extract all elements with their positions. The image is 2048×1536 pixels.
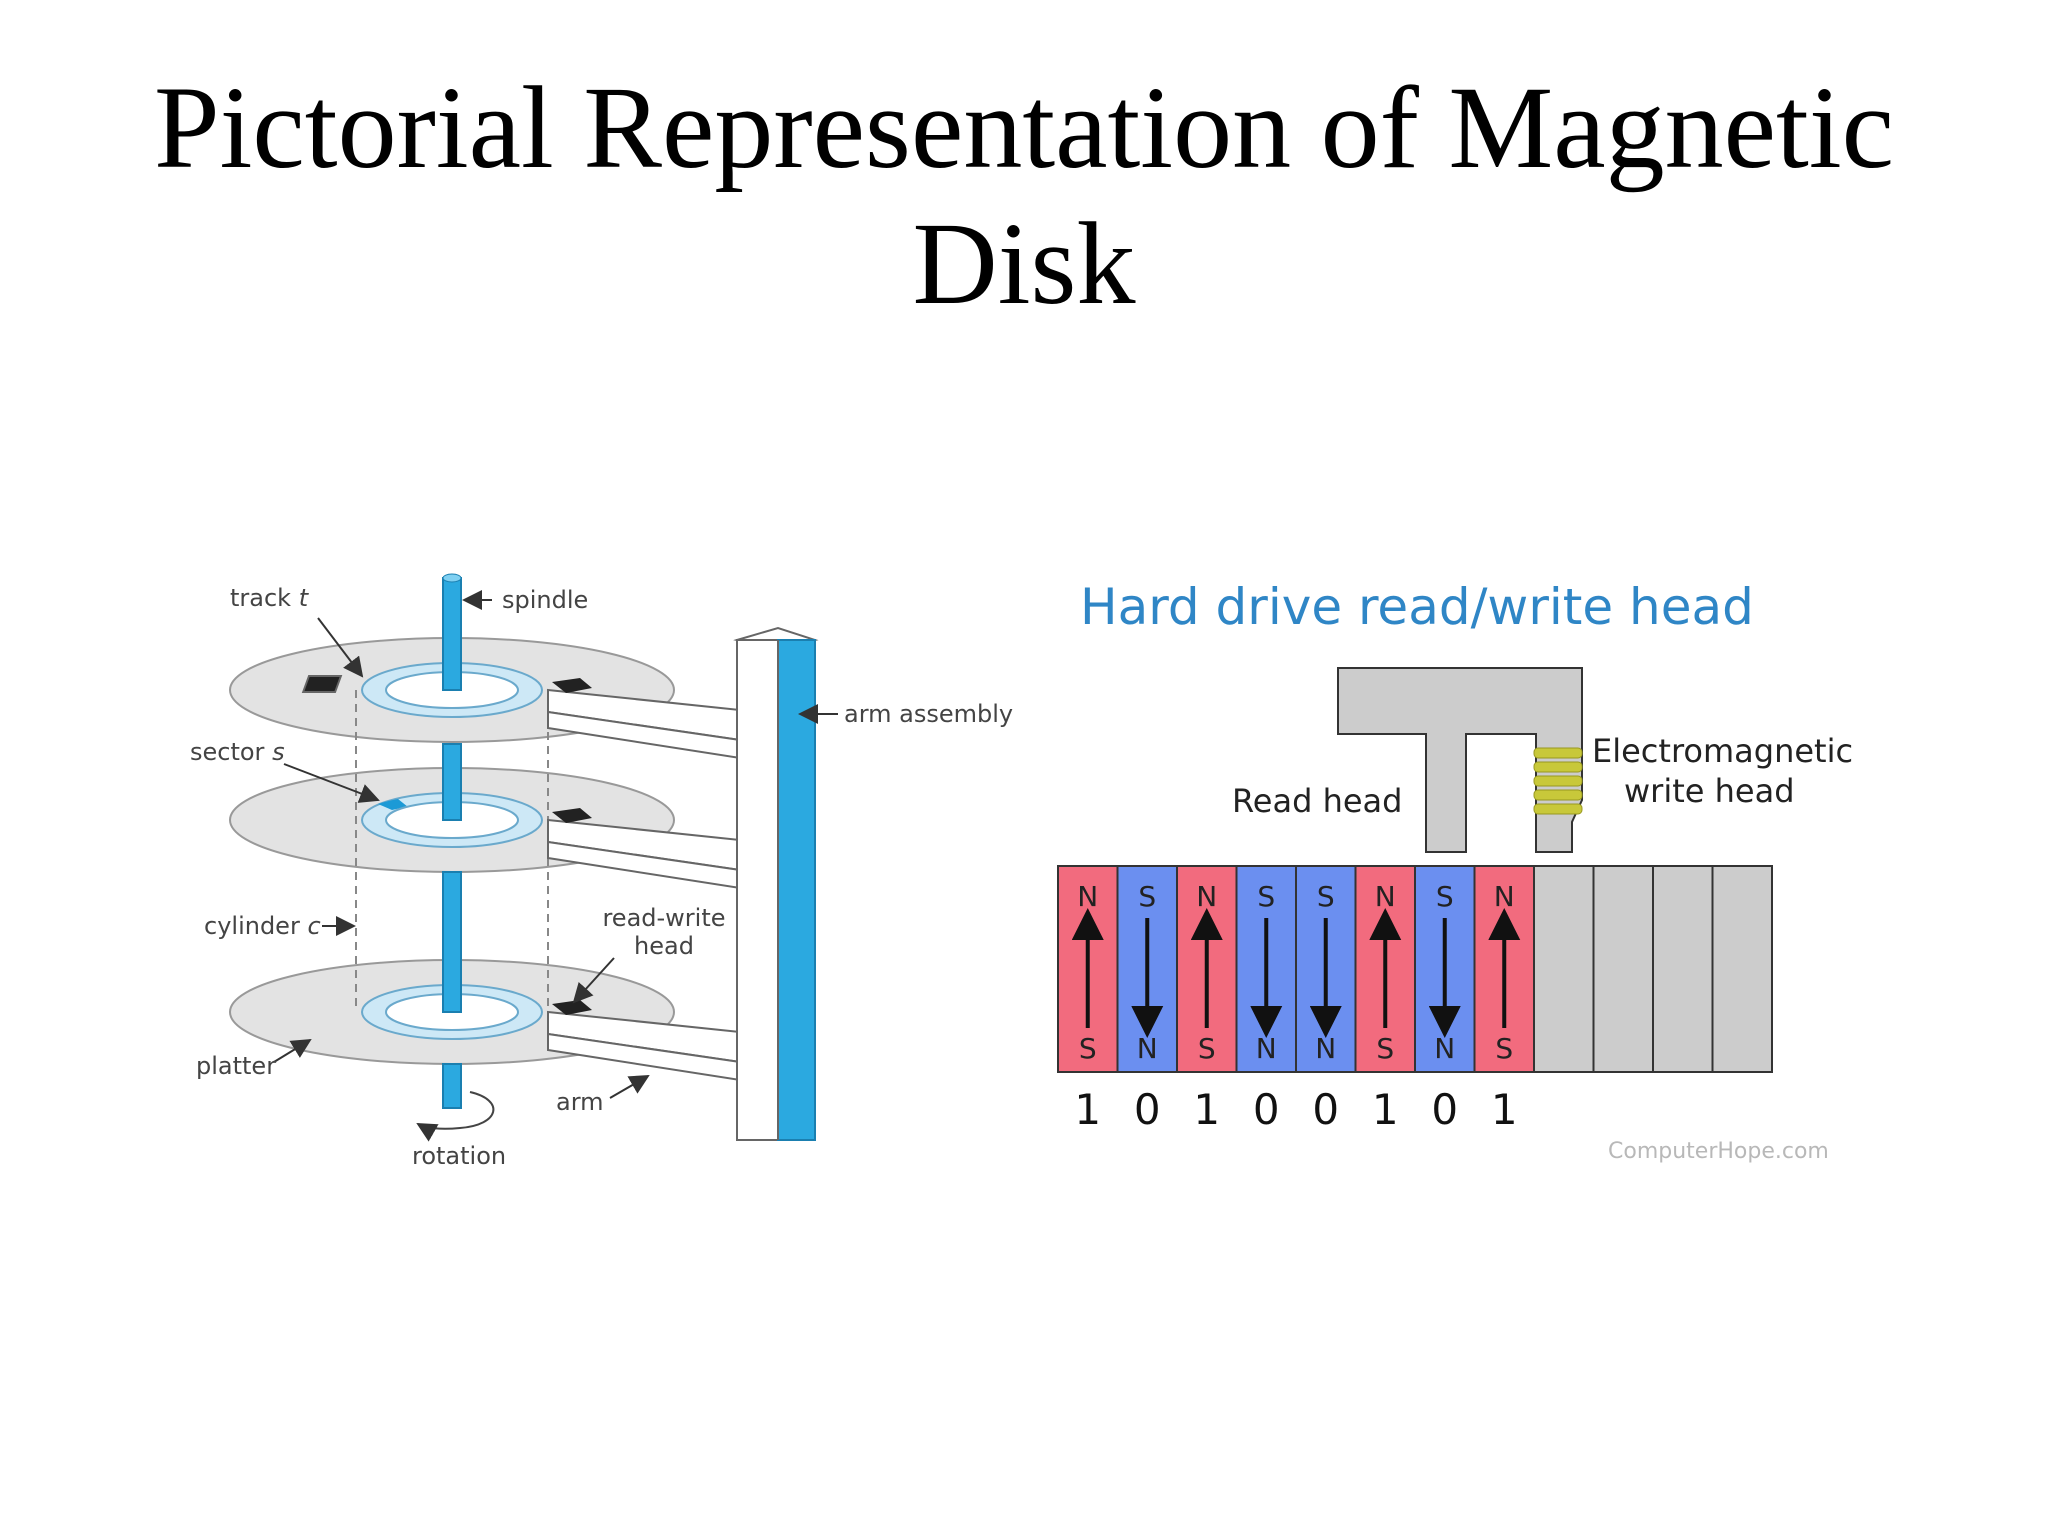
cylinder-label: cylinder c (204, 912, 321, 940)
read-write-head-middle (552, 808, 592, 823)
credit-label: ComputerHope.com (1608, 1139, 1829, 1164)
magnetic-strip: N S 1 S N 0 N S 1 S N 0 S N 0 N S 1 S N 0 N S 1 (1057, 865, 1773, 1134)
read-write-head-bottom (552, 1000, 592, 1015)
track-label: track t (230, 584, 310, 612)
write-head-label-line1: Electromagnetic (1592, 732, 1853, 770)
pole-bottom-label: S (1376, 1032, 1394, 1065)
bit-value: 1 (1193, 1085, 1220, 1134)
pole-top-label: S (1317, 880, 1335, 913)
bit-value: 1 (1372, 1085, 1399, 1134)
pole-top-label: N (1196, 880, 1217, 913)
arm-middle (547, 818, 741, 890)
disk-diagram: track t spindle arm assembly sector s cy… (190, 573, 1013, 1170)
track-leader (317, 617, 364, 678)
pole-bottom-label: S (1079, 1032, 1097, 1065)
read-head-label: Read head (1232, 782, 1402, 820)
pole-top-label: S (1436, 880, 1454, 913)
sector-leader (283, 763, 380, 803)
write-head-label-line2: write head (1624, 772, 1795, 810)
bit-value: 0 (1431, 1085, 1458, 1134)
pole-bottom-label: N (1137, 1032, 1158, 1065)
arm-bottom (547, 1010, 741, 1082)
slide-title: Pictorial Representation of Magnetic Dis… (0, 60, 2048, 332)
read-write-label-line2: head (634, 932, 694, 960)
arm-assembly (733, 626, 819, 1141)
sector-highlight (378, 799, 408, 810)
pole-bottom-label: N (1256, 1032, 1277, 1065)
sector-label: sector s (190, 738, 285, 766)
head-diagram: Hard drive read/write head Read head Ele… (1057, 578, 1853, 1164)
arm-label: arm (556, 1088, 604, 1116)
strip-cell-empty (1711, 865, 1773, 1073)
bit-value: 0 (1253, 1085, 1280, 1134)
slide-title-line2: Disk (912, 198, 1136, 329)
bit-value: 1 (1074, 1085, 1101, 1134)
spindle (442, 573, 462, 1109)
head-diagram-title: Hard drive read/write head (1080, 578, 1754, 636)
spindle-label: spindle (502, 586, 588, 614)
arm-leader (609, 1074, 650, 1099)
platter-leader (273, 1038, 312, 1063)
pole-top-label: N (1077, 880, 1098, 913)
pole-bottom-label: N (1315, 1032, 1336, 1065)
write-coil (1533, 747, 1583, 815)
pole-top-label: N (1375, 880, 1396, 913)
pole-top-label: S (1138, 880, 1156, 913)
read-write-head-top (552, 678, 592, 693)
pole-top-label: S (1257, 880, 1275, 913)
pole-bottom-label: S (1198, 1032, 1216, 1065)
read-write-label-line1: read-write (602, 904, 725, 932)
strip-cell-empty (1533, 865, 1595, 1073)
rotation-arrow (416, 1091, 495, 1142)
platter-label: platter (196, 1052, 276, 1080)
bit-value: 0 (1312, 1085, 1339, 1134)
pole-bottom-label: N (1434, 1032, 1455, 1065)
bit-value: 0 (1134, 1085, 1161, 1134)
pole-bottom-label: S (1495, 1032, 1513, 1065)
strip-cell-empty (1592, 865, 1654, 1073)
read-write-leader (572, 957, 615, 1004)
head-body (1337, 667, 1583, 853)
rotation-label: rotation (412, 1142, 506, 1170)
arm-assembly-label: arm assembly (844, 700, 1013, 728)
slide-title-line1: Pictorial Representation of Magnetic (154, 62, 1894, 193)
bit-value: 1 (1491, 1085, 1518, 1134)
pole-top-label: N (1494, 880, 1515, 913)
strip-cell-empty (1652, 865, 1714, 1073)
